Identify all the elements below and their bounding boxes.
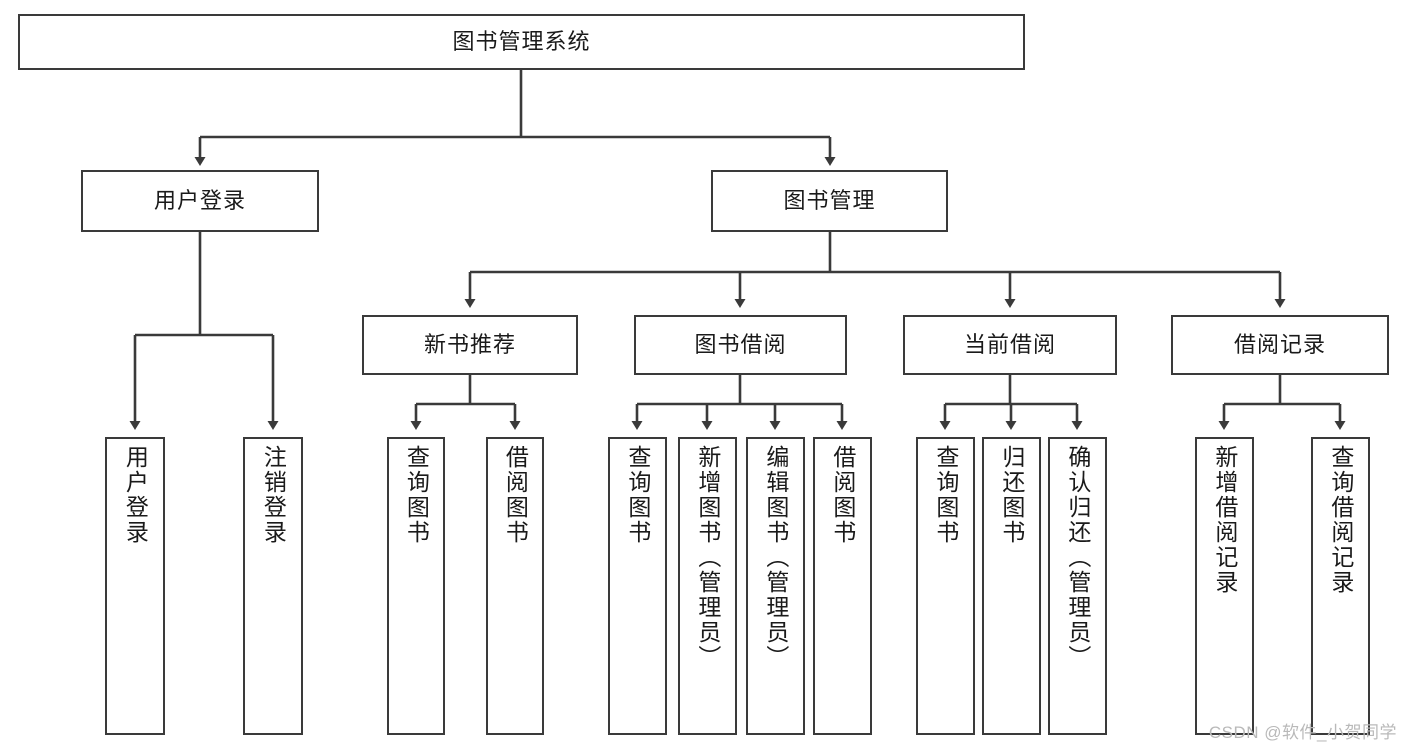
- node-user-login[interactable]: 用户登录: [81, 170, 319, 232]
- node-current-borrow[interactable]: 当前借阅: [903, 315, 1117, 375]
- leaf-confirm-return-admin-label: 确认归还（管理员）: [1064, 445, 1091, 670]
- leaf-add-borrow-record-label: 新增借阅记录: [1211, 445, 1238, 595]
- leaf-logout-label: 注销登录: [260, 445, 287, 545]
- node-root-label: 图书管理系统: [452, 29, 591, 55]
- leaf-user-login-label: 用户登录: [122, 445, 149, 545]
- node-root[interactable]: 图书管理系统: [18, 14, 1025, 70]
- leaf-confirm-return-admin[interactable]: 确认归还（管理员）: [1048, 437, 1107, 735]
- node-book-management[interactable]: 图书管理: [711, 170, 948, 232]
- node-new-book-recommend[interactable]: 新书推荐: [362, 315, 578, 375]
- leaf-add-book-admin-label: 新增图书（管理员）: [694, 445, 721, 670]
- leaf-newbook-query-book[interactable]: 查询图书: [387, 437, 445, 735]
- node-borrow-record-label: 借阅记录: [1233, 332, 1326, 358]
- leaf-newbook-query-book-label: 查询图书: [403, 445, 430, 545]
- leaf-return-book[interactable]: 归还图书: [982, 437, 1041, 735]
- node-user-login-label: 用户登录: [153, 188, 246, 214]
- leaf-newbook-borrow-book[interactable]: 借阅图书: [486, 437, 544, 735]
- leaf-borrow-book-label: 借阅图书: [829, 445, 856, 545]
- leaf-newbook-borrow-book-label: 借阅图书: [502, 445, 529, 545]
- leaf-borrow-query-book[interactable]: 查询图书: [608, 437, 667, 735]
- leaf-add-borrow-record[interactable]: 新增借阅记录: [1195, 437, 1254, 735]
- leaf-add-book-admin[interactable]: 新增图书（管理员）: [678, 437, 737, 735]
- leaf-logout[interactable]: 注销登录: [243, 437, 303, 735]
- node-new-book-recommend-label: 新书推荐: [423, 332, 516, 358]
- node-book-borrow-label: 图书借阅: [694, 332, 787, 358]
- node-current-borrow-label: 当前借阅: [963, 332, 1056, 358]
- watermark: CSDN @软件_小贺同学: [1208, 723, 1397, 742]
- leaf-current-query-book[interactable]: 查询图书: [916, 437, 975, 735]
- leaf-return-book-label: 归还图书: [998, 445, 1025, 545]
- leaf-edit-book-admin-label: 编辑图书（管理员）: [762, 445, 789, 670]
- leaf-borrow-book[interactable]: 借阅图书: [813, 437, 872, 735]
- leaf-user-login[interactable]: 用户登录: [105, 437, 165, 735]
- leaf-current-query-book-label: 查询图书: [932, 445, 959, 545]
- node-book-management-label: 图书管理: [783, 188, 876, 214]
- leaf-edit-book-admin[interactable]: 编辑图书（管理员）: [746, 437, 805, 735]
- leaf-query-borrow-record-label: 查询借阅记录: [1327, 445, 1354, 595]
- node-borrow-record[interactable]: 借阅记录: [1171, 315, 1389, 375]
- leaf-borrow-query-book-label: 查询图书: [624, 445, 651, 545]
- leaf-query-borrow-record[interactable]: 查询借阅记录: [1311, 437, 1370, 735]
- node-book-borrow[interactable]: 图书借阅: [634, 315, 847, 375]
